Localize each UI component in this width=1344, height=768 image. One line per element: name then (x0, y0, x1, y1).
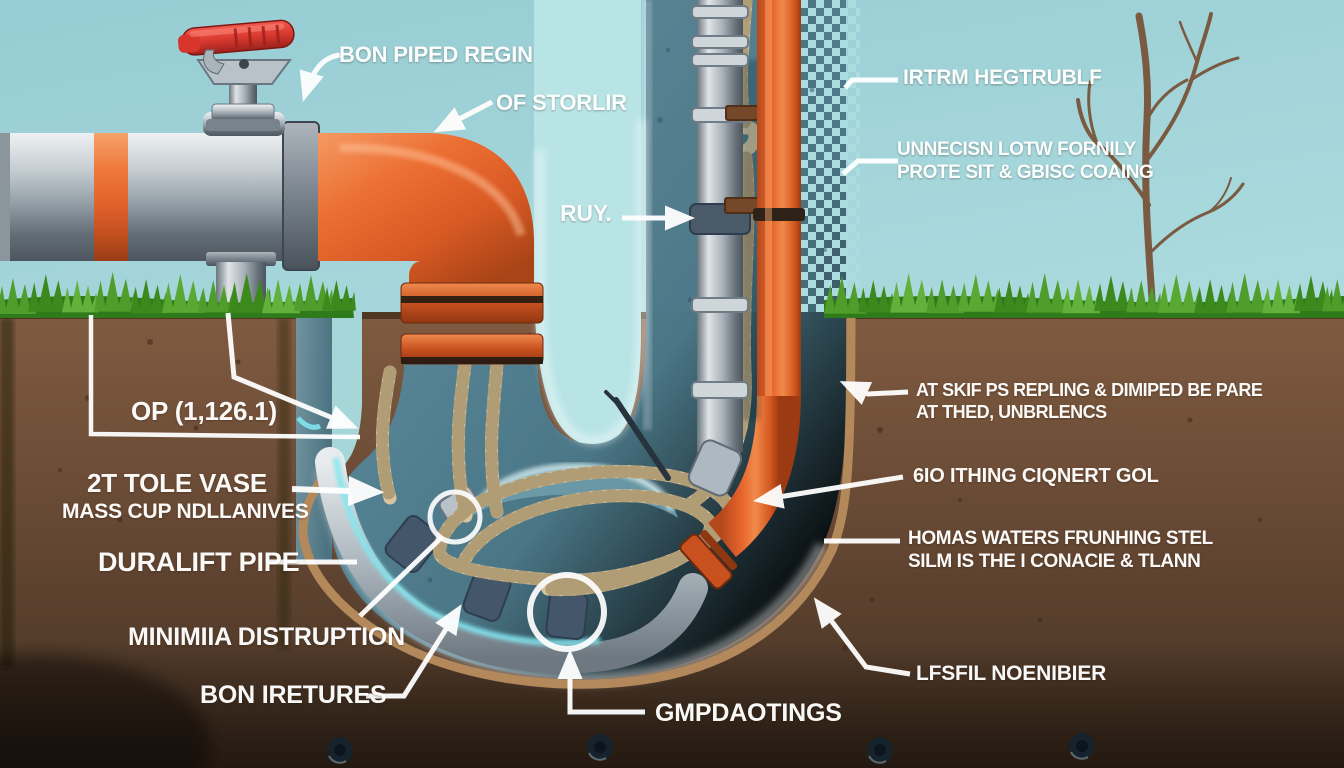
highlight-ring-small (427, 489, 483, 545)
line-unnecisn (841, 158, 898, 176)
arrow-lfsfil (813, 597, 911, 677)
orange-elbow (318, 133, 544, 365)
pipe-flange (282, 121, 320, 271)
arrow-tole (291, 476, 385, 507)
dark-rod (604, 390, 671, 481)
arrow-bon-iretures (366, 604, 462, 699)
label-homas-line2: SILM IS THE I CONACIE & TLANN (908, 550, 1201, 572)
label-bon-iretures: BON IRETURES (200, 681, 387, 709)
label-tole-line1: 2T TOLE VASE (86, 468, 268, 498)
grass (0, 272, 1344, 318)
arrow-gmpdaotings (557, 648, 645, 715)
anchor-bolts (327, 733, 1095, 764)
orange-drop-pipe (679, 391, 801, 590)
valve-handle (178, 19, 295, 56)
trench-rim (298, 311, 856, 689)
annotation-lines (88, 52, 911, 715)
label-homas-line1: HOMAS WATERS FRUNHING STEL (908, 528, 1213, 549)
trench-gap (534, 0, 641, 446)
orange-band (94, 133, 128, 261)
arrow-bon-piped (299, 52, 341, 102)
label-bon-piped-regin: BON PIPED REGIN (339, 42, 533, 67)
label-ruy: RUY. (560, 200, 612, 226)
label-minimiia-distruption: MINIMIIA DISTRUPTION (128, 623, 406, 651)
cut-wedge (327, 312, 362, 474)
arrow-6io (753, 474, 904, 509)
bracket-op (88, 315, 361, 440)
label-at-skif-line2: AT THED, UNBRLENCS (916, 401, 1107, 422)
highlight-ring-large (527, 572, 607, 652)
label-lfsfil: LFSFIL NOENIBIER (916, 662, 1107, 685)
arrow-at-skif (839, 381, 909, 405)
bare-tree (1076, 12, 1245, 318)
line-irtrm (843, 77, 898, 90)
arrow-of-storlir (433, 99, 494, 133)
label-tole-line2: MASS CUP NDLLANIVES (62, 500, 309, 524)
label-op-value: OP (1,126.1) (131, 396, 277, 426)
line-minimiia (358, 535, 444, 618)
label-of-storlir: OF STORLIR (496, 90, 627, 115)
label-at-skif-line1: AT SKIF PS REPLING & DIMIPED BE PARE (916, 380, 1263, 400)
label-duralift-pipe: DURALIFT PIPE (98, 547, 300, 577)
label-unnecisn-line1: UNNECISN LOTW FORNILY (897, 139, 1136, 160)
shutoff-valve (178, 19, 295, 131)
horizontal-silver-pipe (0, 112, 320, 271)
arrow-op (225, 312, 359, 429)
label-gmpdaotings: GMPDAOTINGS (655, 699, 842, 727)
label-irtrm-hegtrublf: IRTRM HEGTRUBLF (903, 66, 1102, 89)
segmented-silver-pipe (687, 0, 760, 497)
orange-vertical-pipe (753, 0, 805, 396)
label-6io: 6IO ITHING CIQNERT GOL (913, 465, 1159, 487)
label-unnecisn-line2: PROTE SIT & GBISC COAING (897, 161, 1154, 183)
